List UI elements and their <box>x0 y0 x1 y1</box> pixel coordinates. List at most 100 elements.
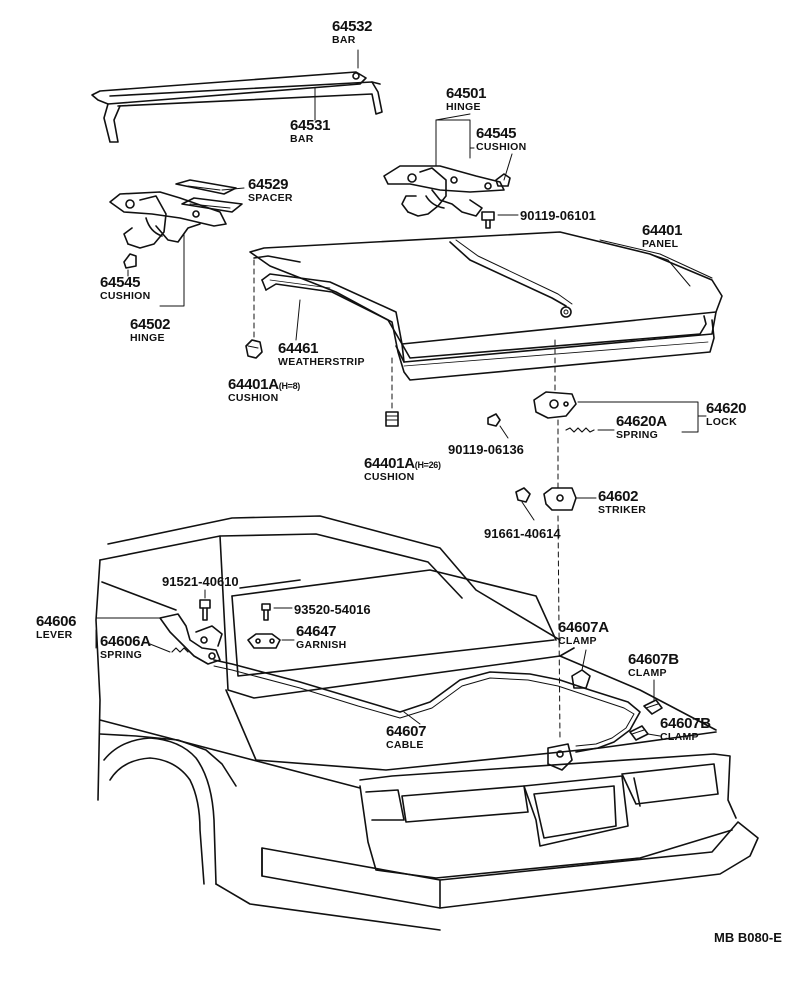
callout-64401A-h8: 64401A(H=8) CUSHION <box>228 377 300 404</box>
callout-64502: 64502 HINGE <box>130 316 171 344</box>
part-name: BAR <box>290 133 314 145</box>
weatherstrip-64461 <box>261 273 715 381</box>
callout-64620: 64620 LOCK <box>706 400 747 428</box>
part-name: HINGE <box>446 101 481 113</box>
part-number: 64545 <box>476 125 517 142</box>
callout-64607B-upper: 64607B CLAMP <box>628 652 679 679</box>
car-body <box>95 515 759 931</box>
callout-64501: 64501 HINGE <box>446 85 487 113</box>
part-name: CUSHION <box>228 392 279 404</box>
part-number: 64620A <box>616 413 667 430</box>
part-number: 64606 <box>36 613 77 630</box>
part-number: 64502 <box>130 316 171 333</box>
garnish-64647 <box>247 633 281 649</box>
callout-64607B-lower: 64607B CLAMP <box>660 716 711 743</box>
leader-lines-bars <box>314 49 359 121</box>
part-name: SPRING <box>616 429 659 441</box>
spring-64620A <box>565 427 595 433</box>
part-number: 64602 <box>598 488 639 505</box>
bolt-90119-06136 <box>487 413 501 427</box>
part-number: 64620 <box>706 400 747 417</box>
lock-64620 <box>533 391 577 419</box>
part-name: SPACER <box>248 192 293 204</box>
part-number: 64647 <box>296 623 337 640</box>
part-number: 64401 <box>642 222 683 239</box>
callout-64606A: 64606A SPRING <box>100 634 151 661</box>
part-name: CUSHION <box>476 141 527 153</box>
bolt-90119-06101 <box>481 211 495 229</box>
leader-lines-right-hinge <box>435 113 519 216</box>
part-name: PANEL <box>642 238 679 250</box>
callout-93520-54016: 93520-54016 <box>294 602 371 617</box>
part-number: 64532 <box>332 18 373 35</box>
clamp-64607A <box>571 669 591 689</box>
part-number: 64529 <box>248 176 289 193</box>
bolt-91521-40610 <box>199 599 211 621</box>
diagram-code: MB B080-E <box>714 930 782 945</box>
cushion-64545-left <box>123 253 137 269</box>
part-number: 64606A <box>100 633 151 650</box>
spacer-64529 <box>175 179 243 213</box>
callout-64607: 64607 CABLE <box>386 723 427 751</box>
part-name: CLAMP <box>628 667 667 679</box>
part-name: CLAMP <box>660 731 699 743</box>
part-number: 64607A <box>558 619 609 636</box>
part-number: 64401A(H=26) <box>364 455 441 472</box>
part-name: SPRING <box>100 649 143 661</box>
leader-lines-panel <box>295 253 691 341</box>
part-name: STRIKER <box>598 504 647 516</box>
callout-64461: 64461 WEATHERSTRIP <box>278 341 365 368</box>
part-number: 64607B <box>628 651 679 668</box>
part-name: CUSHION <box>364 471 415 483</box>
part-number: 64401A(H=8) <box>228 376 301 393</box>
part-number: 64461 <box>278 340 319 357</box>
part-name: CLAMP <box>558 635 597 647</box>
part-name: BAR <box>332 34 356 46</box>
part-number: 64531 <box>290 117 331 134</box>
callout-64545-right: 64545 CUSHION <box>476 126 527 153</box>
hinge-64501 <box>383 165 505 217</box>
hinge-64502 <box>109 191 227 249</box>
callout-64602: 64602 STRIKER <box>598 489 646 516</box>
cushion-64401A-h8 <box>245 339 263 359</box>
callout-64607A: 64607A CLAMP <box>558 620 609 647</box>
spring-64606A <box>171 647 189 653</box>
part-number: 64607 <box>386 723 427 740</box>
clamp-64607B-lower <box>629 725 649 741</box>
torsion-bar-64532 <box>91 71 367 143</box>
bolt-93520-54016 <box>261 603 271 621</box>
part-name: GARNISH <box>296 639 347 651</box>
part-name: HINGE <box>130 332 165 344</box>
callout-64401: 64401 PANEL <box>642 222 683 250</box>
part-name: LOCK <box>706 416 737 428</box>
part-number: 64607B <box>660 715 711 732</box>
callout-91521-40610: 91521-40610 <box>162 574 239 589</box>
callout-90119-06101: 90119-06101 <box>520 208 596 223</box>
callout-64532: 64532 BAR <box>332 18 373 46</box>
part-name: CUSHION <box>100 290 151 302</box>
leader-lines-lock <box>499 401 707 521</box>
torsion-bar-64531 <box>109 81 383 115</box>
cable-64607 <box>213 659 641 753</box>
callout-64529: 64529 SPACER <box>248 177 293 204</box>
part-number: 64501 <box>446 85 487 102</box>
leader-lines-lever <box>95 589 661 737</box>
callout-64401A-h26: 64401A(H=26) CUSHION <box>364 456 441 483</box>
cushion-64401A-h26 <box>385 411 399 427</box>
nut-91661-40614 <box>515 487 531 503</box>
part-name: LEVER <box>36 629 73 641</box>
part-number: 64545 <box>100 274 141 291</box>
callout-64545-left: 64545 CUSHION <box>100 275 151 302</box>
leader-lines-left-hinge <box>127 187 245 307</box>
callout-90119-06136: 90119-06136 <box>448 442 524 457</box>
callout-64620A: 64620A SPRING <box>616 414 667 441</box>
part-name: CABLE <box>386 739 424 751</box>
cushion-64545-right <box>495 173 511 187</box>
callout-64531: 64531 BAR <box>290 117 331 145</box>
callout-91661-40614: 91661-40614 <box>484 526 561 541</box>
clamp-64607B-upper <box>643 699 663 715</box>
dashed-alignment-lines <box>253 259 561 741</box>
callout-64647: 64647 GARNISH <box>296 624 347 651</box>
